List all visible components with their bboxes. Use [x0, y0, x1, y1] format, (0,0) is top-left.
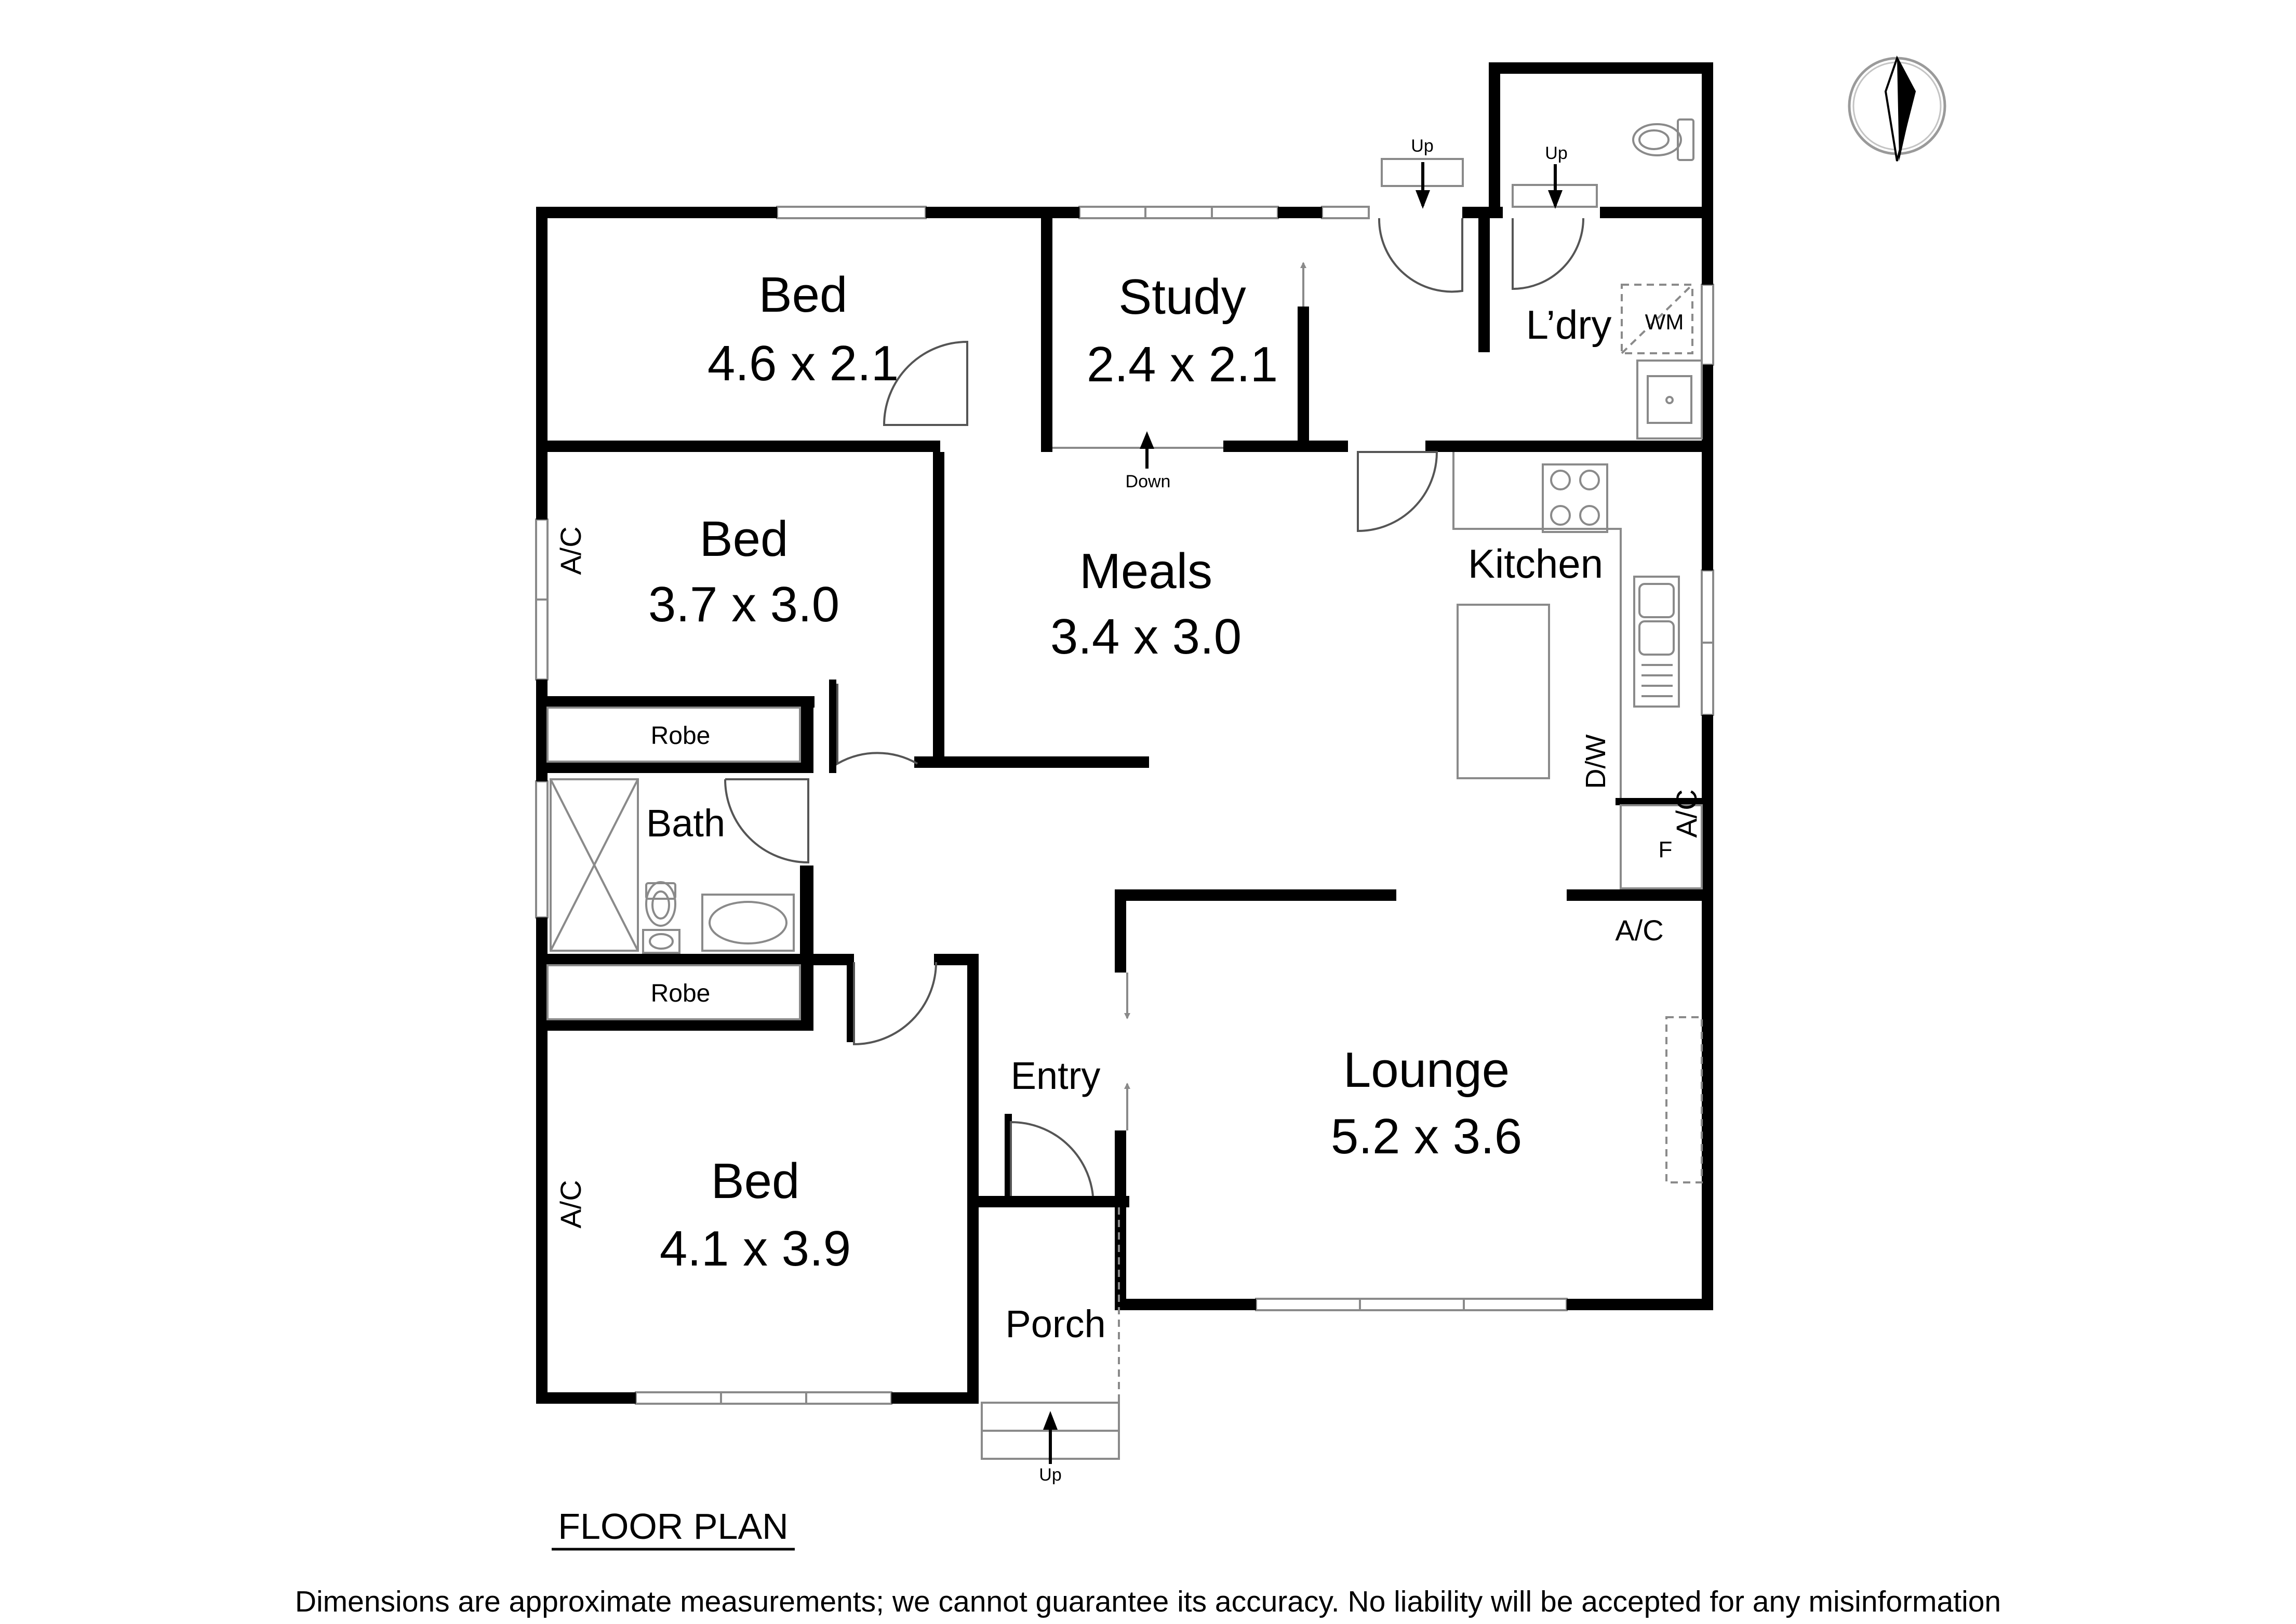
fridge-space	[1620, 804, 1703, 889]
robe-lower	[546, 964, 801, 1020]
robe-upper	[546, 707, 801, 763]
north-arrow-icon	[1848, 55, 1946, 162]
room-dims-bed1: 4.6 x 2.1	[708, 336, 899, 391]
label-robe-upper: Robe	[651, 722, 711, 750]
door-bath	[724, 778, 809, 864]
room-name-entry: Entry	[1011, 1054, 1101, 1097]
kitchen-bench	[1452, 452, 1622, 798]
label-ac-kitchen: A/C	[1670, 789, 1703, 837]
label-washing-machine: WM	[1645, 310, 1684, 334]
door-bed1	[883, 340, 968, 426]
toilet-icon	[1632, 118, 1694, 161]
label-up-laundry: Up	[1545, 143, 1567, 163]
fixtures	[546, 118, 1703, 1183]
label-down: Down	[1126, 472, 1171, 491]
door-rear	[1378, 218, 1463, 293]
room-name-porch: Porch	[1005, 1302, 1105, 1346]
walls	[536, 62, 1713, 1404]
window	[635, 1391, 892, 1405]
room-dims-lounge: 5.2 x 3.6	[1331, 1109, 1522, 1164]
room-name-lounge: Lounge	[1343, 1042, 1510, 1098]
door-bed3	[853, 962, 937, 1046]
window	[1255, 1298, 1568, 1311]
sink-icon	[1633, 576, 1680, 708]
arrow-up-rear	[1416, 190, 1430, 209]
label-up-porch: Up	[1039, 1465, 1061, 1485]
room-dims-bed2: 3.7 x 3.0	[648, 577, 839, 632]
window	[776, 206, 927, 219]
label-ac-bed3: A/C	[554, 1180, 587, 1228]
toilet-icon	[645, 881, 676, 927]
shower	[550, 778, 639, 952]
window	[1701, 284, 1714, 366]
arrow-up-laundry	[1548, 190, 1563, 209]
room-name-bath: Bath	[646, 802, 725, 845]
label-dishwasher: D/W	[1580, 734, 1611, 789]
label-robe-lower: Robe	[651, 980, 711, 1007]
disclaimer: Dimensions are approximate measurements;…	[295, 1585, 2001, 1618]
fixture-labels: Robe Robe A/C A/C A/C A/C D/W F WM Down …	[554, 136, 1703, 1485]
window	[1321, 206, 1370, 219]
room-name-bed2: Bed	[700, 511, 789, 567]
room-name-study: Study	[1118, 269, 1246, 325]
room-name-bed1: Bed	[759, 267, 848, 323]
label-ac-bed2: A/C	[554, 526, 587, 575]
arrows	[1043, 162, 1563, 1464]
lounge-feature	[1665, 1016, 1703, 1183]
window	[535, 780, 549, 919]
doors	[724, 218, 1584, 1196]
room-name-meals: Meals	[1079, 543, 1212, 599]
plan-title: FLOOR PLAN	[558, 1506, 788, 1547]
door-entry	[1010, 1121, 1094, 1196]
room-name-laundry: L’dry	[1526, 302, 1612, 348]
label-fridge: F	[1659, 837, 1673, 862]
room-name-bed3: Bed	[711, 1153, 800, 1209]
cooktop-icon	[1542, 463, 1608, 533]
kitchen-island	[1457, 604, 1550, 779]
arrow-down-study	[1140, 431, 1154, 449]
bathtub-icon	[701, 894, 795, 952]
room-name-kitchen: Kitchen	[1468, 541, 1603, 587]
trough	[1636, 360, 1703, 440]
arrow-up-porch	[1043, 1411, 1058, 1430]
door-laundry	[1512, 218, 1584, 290]
room-dims-meals: 3.4 x 3.0	[1050, 609, 1242, 664]
door-bed2	[836, 684, 918, 766]
label-up-rear: Up	[1411, 136, 1433, 156]
label-ac-lounge: A/C	[1615, 914, 1663, 947]
room-dims-study: 2.4 x 2.1	[1087, 337, 1278, 392]
room-dims-bed3: 4.1 x 3.9	[660, 1221, 851, 1276]
room-labels: Bed 4.6 x 2.1 Study 2.4 x 2.1 Bed 3.7 x …	[646, 267, 1612, 1346]
door-kitchen	[1357, 451, 1438, 533]
washing-machine	[1621, 284, 1693, 354]
window	[1078, 206, 1279, 219]
